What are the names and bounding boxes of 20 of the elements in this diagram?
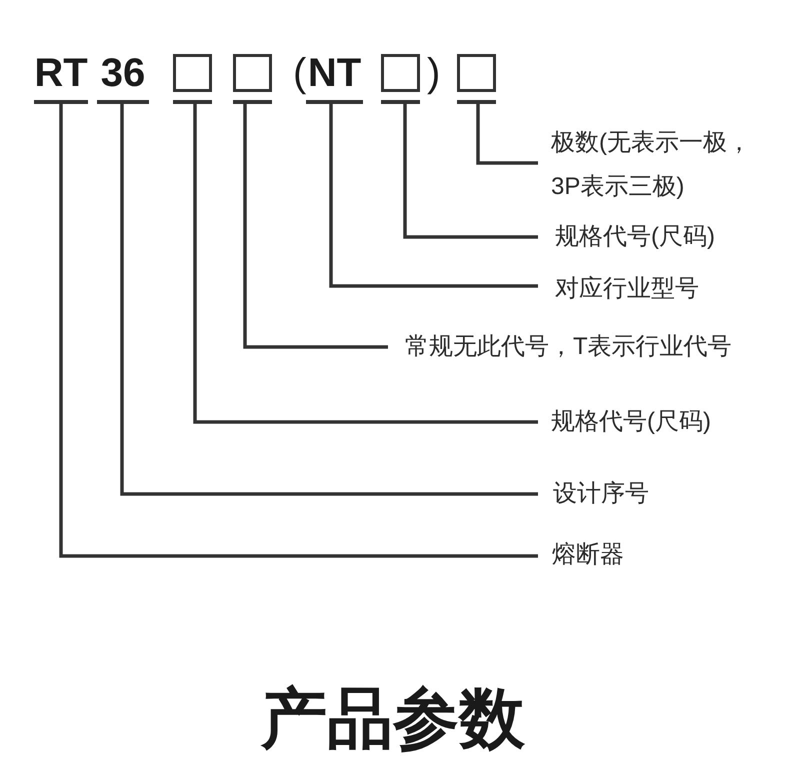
description-text: 对应行业型号 bbox=[555, 274, 699, 304]
parenthesis-text: ( bbox=[293, 50, 306, 96]
description-text: 熔断器 bbox=[552, 540, 624, 570]
description-text: 常规无此代号，T表示行业代号 bbox=[405, 332, 732, 362]
model-code-text: NT bbox=[306, 50, 363, 104]
leader-line bbox=[120, 102, 538, 496]
description-text: 极数(无表示一极，3P表示三极) bbox=[551, 121, 757, 209]
description-text: 设计序号 bbox=[553, 479, 649, 509]
section-title: 产品参数 bbox=[261, 680, 525, 757]
description-text: 规格代号(尺码) bbox=[555, 222, 715, 252]
leader-line bbox=[403, 102, 538, 239]
leader-line bbox=[59, 102, 538, 558]
parenthesis-text: ) bbox=[427, 50, 440, 96]
model-code-text: RT bbox=[34, 50, 88, 104]
leader-line bbox=[329, 102, 538, 288]
model-code-text: 36 bbox=[97, 50, 149, 104]
description-text: 规格代号(尺码) bbox=[551, 407, 711, 437]
leader-line bbox=[243, 102, 388, 349]
leader-line bbox=[193, 102, 538, 424]
leader-line bbox=[476, 102, 538, 165]
